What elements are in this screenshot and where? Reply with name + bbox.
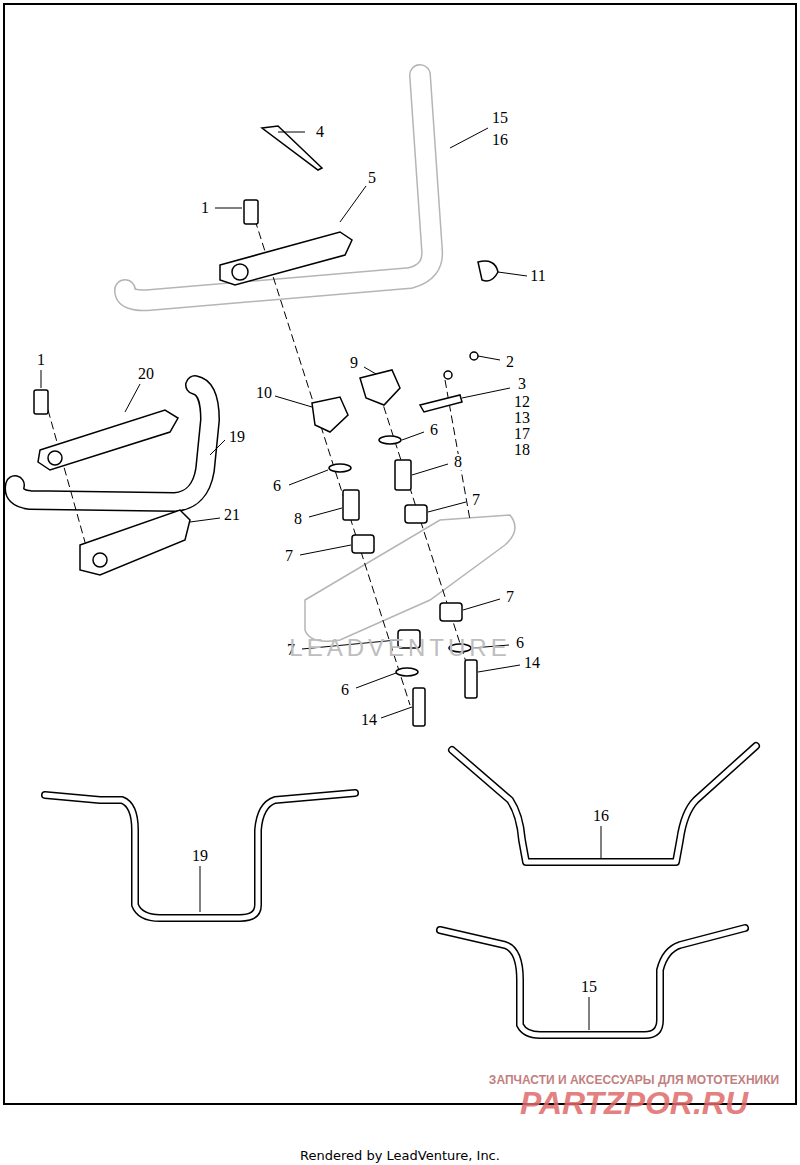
callout-number: 7 <box>284 548 294 564</box>
handlebar-left <box>15 385 210 502</box>
callout-number: 10 <box>255 385 273 401</box>
callout-number: 1 <box>200 200 210 216</box>
callout-number: 17 <box>513 426 531 442</box>
caption: Rendered by LeadVenture, Inc. <box>300 1149 500 1162</box>
watermark: LEADVENTURE <box>289 636 510 660</box>
callout-number: 6 <box>429 422 439 438</box>
center-lines <box>48 220 475 705</box>
callout-number: 2 <box>505 354 515 370</box>
watermark: PARTZPOR.RU <box>520 1087 748 1119</box>
callout-number: 7 <box>505 589 515 605</box>
callout-number: 4 <box>315 124 325 140</box>
callout-number: 12 <box>513 394 531 410</box>
callout-number: 19 <box>228 429 246 445</box>
callout-number: 1 <box>36 352 46 368</box>
callout-number: 6 <box>340 682 350 698</box>
callout-number: 11 <box>529 268 546 284</box>
callout-number: 9 <box>349 355 359 371</box>
callout-number: 7 <box>471 492 481 508</box>
callout-number: 14 <box>360 712 378 728</box>
frame <box>4 4 796 1104</box>
callout-number: 21 <box>223 507 241 523</box>
callout-number: 8 <box>293 511 303 527</box>
callout-number: 15 <box>580 979 598 995</box>
callout-number: 6 <box>515 635 525 651</box>
callout-number: 15 <box>491 110 509 126</box>
callout-number: 5 <box>367 170 377 186</box>
clamps <box>38 232 352 575</box>
callout-number: 18 <box>513 442 531 458</box>
callout-number: 6 <box>272 478 282 494</box>
callout-number: 14 <box>523 655 541 671</box>
leader-lines <box>41 128 601 1030</box>
callout-number: 3 <box>517 376 527 392</box>
handlebar-top <box>125 75 432 300</box>
watermark: ЗАПЧАСТИ И АКСЕССУАРЫ ДЛЯ МОТОТЕХНИКИ <box>489 1074 779 1086</box>
callout-number: 16 <box>491 132 509 148</box>
triple-clamp <box>305 515 515 641</box>
callout-number: 20 <box>137 366 155 382</box>
handlebar-views <box>45 746 756 1035</box>
callout-number: 8 <box>453 454 463 470</box>
callout-number: 19 <box>191 848 209 864</box>
callout-number: 13 <box>513 410 531 426</box>
callout-number: 16 <box>592 808 610 824</box>
